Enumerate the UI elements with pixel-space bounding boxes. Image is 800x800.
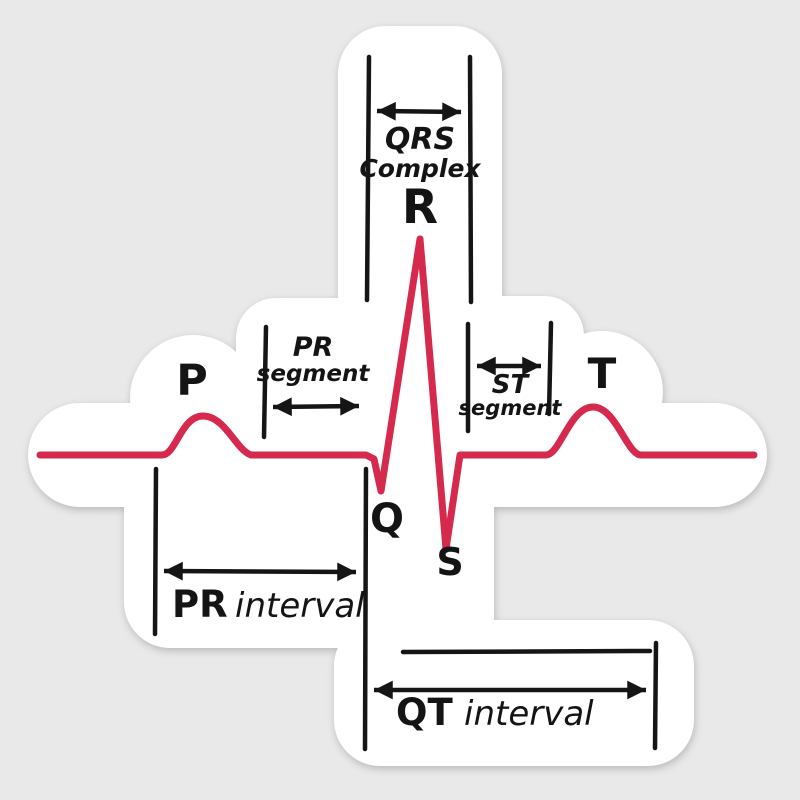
p-wave-label: P: [176, 356, 208, 406]
pr-segment-label-line1: PR: [293, 332, 334, 363]
sticker-shape-qt-interval: [334, 620, 694, 766]
qt-interval-label-abbr: QT: [396, 691, 453, 734]
pr-interval-label-word: interval: [235, 586, 365, 626]
qrs-complex-label-line2: Complex: [359, 154, 481, 183]
qrs-complex-arrow: [376, 101, 462, 122]
s-wave-label: S: [436, 540, 463, 584]
pr-interval-left-boundary-line: [152, 466, 159, 637]
sticker-blob: [28, 26, 767, 766]
q-reference-line: [362, 466, 369, 752]
qt-interval-label-word: interval: [464, 694, 594, 734]
pr-segment-label-line2: segment: [257, 361, 371, 387]
qrs-left-boundary-line: [364, 54, 372, 303]
labels: P R Q S T QRS Complex PR segment ST segm…: [172, 122, 617, 734]
qt-interval-top-connector-line: [400, 648, 653, 655]
qrs-complex-label-line1: QRS: [385, 122, 455, 157]
sticker-shape-pr-interval: [124, 448, 396, 648]
st-segment-label-line2: segment: [459, 396, 563, 420]
pr-interval-label-abbr: PR: [172, 583, 228, 626]
st-segment-right-boundary-line: [546, 320, 554, 417]
pr-segment-arrow: [272, 396, 360, 417]
ecg-trace: [36, 235, 758, 553]
t-wave-label: T: [588, 349, 617, 398]
measurement-arrows: [163, 101, 646, 700]
r-wave-label: R: [402, 180, 438, 235]
qrs-right-boundary-line: [467, 54, 474, 305]
measurement-lines: [152, 54, 659, 752]
pr-segment-left-boundary-line: [261, 324, 269, 440]
pr-interval-arrow: [163, 561, 357, 582]
q-wave-label: Q: [370, 496, 404, 542]
qt-interval-right-boundary-line: [652, 640, 659, 751]
sticker-shape-pr-segment: [236, 298, 394, 460]
st-segment-label-line1: ST: [492, 370, 531, 400]
